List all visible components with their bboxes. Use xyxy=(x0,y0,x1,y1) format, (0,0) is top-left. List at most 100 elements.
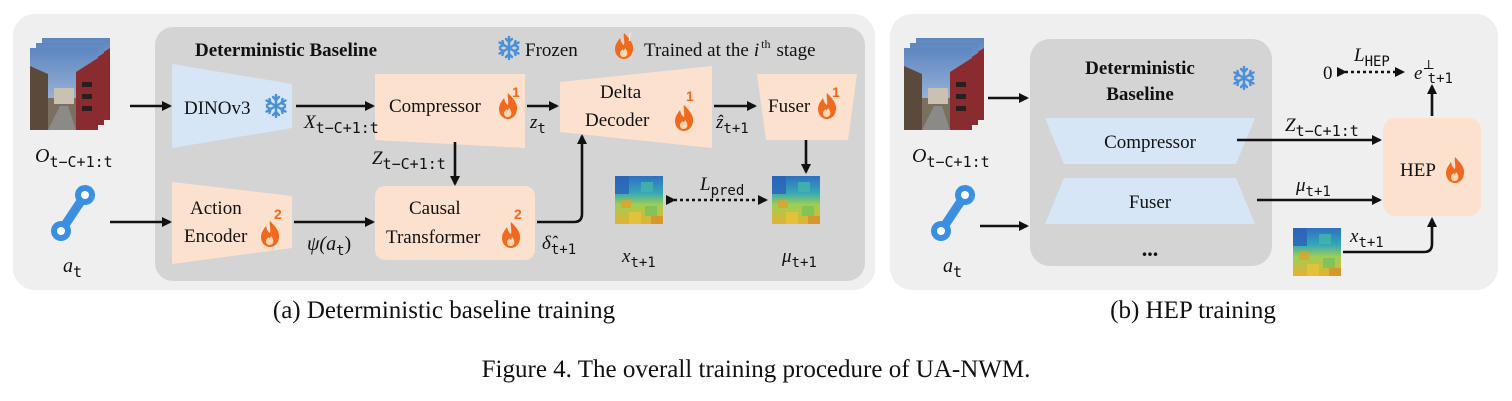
compressor-label: Compressor xyxy=(389,96,482,117)
delta-decoder-module xyxy=(560,66,712,148)
label-b-Z-seq-sub: t−C+1:t xyxy=(1296,122,1359,140)
fuser-stage: 1 xyxy=(832,84,840,100)
delta-decoder-label-line2: Decoder xyxy=(585,110,650,131)
svg-text:μt+1: μt+1 xyxy=(781,246,817,271)
obs-subscript-b: t−C+1:t xyxy=(926,153,989,171)
panel-b-fuser-label: Fuser xyxy=(1129,192,1172,213)
legend-trained-label: Trained at the xyxy=(644,40,749,61)
svg-text:Ot−C+1:t: Ot−C+1:t xyxy=(35,145,113,171)
svg-text:xt+1: xt+1 xyxy=(621,246,656,271)
label-b-x-sub: t+1 xyxy=(1358,235,1383,251)
legend-i: i xyxy=(754,40,759,61)
svg-text:LHEP: LHEP xyxy=(1353,45,1390,70)
observation-image-stack xyxy=(30,38,110,130)
label-loss-pred-sub: pred xyxy=(711,183,745,199)
label-psi-close: ) xyxy=(345,233,352,255)
heatmap-x-next xyxy=(615,176,663,224)
heatmap-mu-next xyxy=(772,176,820,224)
panel-b-compressor-module xyxy=(1045,118,1255,164)
legend-stage: stage xyxy=(776,40,815,61)
panel-b-fuser-module xyxy=(1045,178,1255,224)
svg-text:xt+1: xt+1 xyxy=(1349,226,1384,251)
label-x-seq-sym: X xyxy=(303,112,317,133)
label-x-next-sub: t+1 xyxy=(630,255,655,271)
label-b-Z-seq-sym: Z xyxy=(1285,115,1296,136)
action-symbol-b: a xyxy=(943,255,953,277)
obs-subscript-a: t−C+1:t xyxy=(49,153,112,171)
label-b-x-sym: x xyxy=(1349,226,1359,247)
legend-frozen: Frozen xyxy=(498,35,578,61)
legend-th: th xyxy=(761,37,770,51)
hep-module xyxy=(1383,118,1481,216)
panel-b-compressor-label: Compressor xyxy=(1104,132,1197,153)
label-z-t-sym: z xyxy=(529,112,538,133)
obs-symbol-a: O xyxy=(35,145,49,167)
svg-text:zt: zt xyxy=(529,112,546,137)
label-b-loss-sym: L xyxy=(1353,45,1365,66)
panel-b-arrows xyxy=(980,84,1437,254)
fuser-label: Fuser xyxy=(768,96,811,117)
label-Z-seq-sub: t−C+1:t xyxy=(383,155,446,173)
panel-b-heatmap-x-next xyxy=(1293,228,1341,276)
label-mu-next-sub: t+1 xyxy=(792,255,817,271)
panel-a-box-title: Deterministic Baseline xyxy=(195,40,377,61)
svg-text:Zt−C+1:t: Zt−C+1:t xyxy=(372,148,446,173)
label-delta-hat-sub: t+1 xyxy=(551,242,576,258)
label-b-mu-sym: μ xyxy=(1295,175,1306,196)
compressor-module xyxy=(375,74,525,148)
action-encoder-module xyxy=(172,182,292,264)
fuser-module xyxy=(757,74,857,140)
causal-transformer-module xyxy=(375,186,535,260)
label-x-seq-sub: t−C+1:t xyxy=(316,119,379,137)
legend-frozen-label: Frozen xyxy=(525,40,578,61)
delta-decoder-label-line1: Delta xyxy=(600,82,642,103)
label-z-t-sub: t xyxy=(537,121,545,137)
label-psi: ψ(a xyxy=(307,233,336,255)
label-b-e-sup: ⊥ xyxy=(1422,57,1434,72)
label-z-hat-sym: ẑ xyxy=(715,112,724,133)
svg-text:at: at xyxy=(63,255,82,281)
action-encoder-label-line2: Encoder xyxy=(184,226,248,247)
label-b-e-sym: e xyxy=(1414,63,1422,84)
label-Z-seq-sym: Z xyxy=(372,148,383,169)
label-b-loss-sub: HEP xyxy=(1365,54,1390,70)
label-mu-next-sym: μ xyxy=(781,246,792,267)
label-psi-sub: t xyxy=(336,243,344,259)
dinov3-module xyxy=(172,64,292,148)
action-encoder-stage: 2 xyxy=(274,206,282,222)
panel-a-arrows xyxy=(110,101,811,227)
label-z-hat-sub: t+1 xyxy=(723,121,748,137)
compressor-stage: 1 xyxy=(512,84,520,100)
panel-b-observation-image-stack xyxy=(904,38,984,130)
svg-text:Xt−C+1:t: Xt−C+1:t xyxy=(303,112,379,137)
action-subscript-a: t xyxy=(73,263,82,281)
label-b-e-sub: t+1 xyxy=(1428,71,1453,87)
label-b-mu-sub: t+1 xyxy=(1306,184,1331,200)
action-subscript-b: t xyxy=(953,263,962,281)
svg-text:Ot−C+1:t: Ot−C+1:t xyxy=(912,145,990,171)
panel-b-box-title-line2: Baseline xyxy=(1106,84,1174,105)
causal-transformer-label-line2: Transformer xyxy=(386,227,481,248)
action-symbol-a: a xyxy=(63,255,73,277)
panel-b-ellipsis: ... xyxy=(1142,236,1159,261)
dinov3-label: DINOv3 xyxy=(184,98,251,119)
panel-a-subcaption: (a) Deterministic baseline training xyxy=(273,297,616,324)
hep-label: HEP xyxy=(1400,160,1436,181)
label-b-zero: 0 xyxy=(1323,63,1333,84)
causal-transformer-label-line1: Causal xyxy=(409,198,461,219)
obs-symbol-b: O xyxy=(912,145,926,167)
svg-text:at: at xyxy=(943,255,962,281)
panel-b-box-title-line1: Deterministic xyxy=(1085,58,1195,79)
svg-text:Zt−C+1:t: Zt−C+1:t xyxy=(1285,115,1359,140)
causal-transformer-stage: 2 xyxy=(514,206,522,222)
legend-flame-i: i xyxy=(628,30,631,44)
svg-text:μt+1: μt+1 xyxy=(1295,175,1331,200)
svg-text:e⊥t+1: e⊥t+1 xyxy=(1414,57,1453,87)
figure-caption: Figure 4. The overall training procedure… xyxy=(481,356,1031,383)
action-encoder-label-line1: Action xyxy=(190,198,242,219)
svg-text:ẑt+1: ẑt+1 xyxy=(715,112,749,137)
svg-text:ψ(at): ψ(at) xyxy=(307,233,351,259)
